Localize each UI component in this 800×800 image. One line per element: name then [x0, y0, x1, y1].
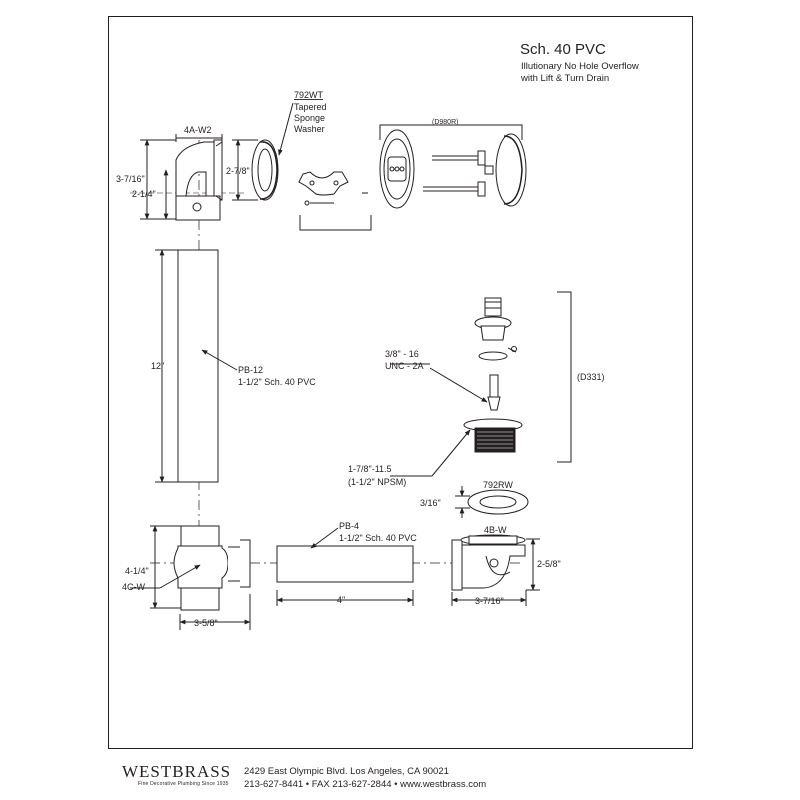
dim-elbow-b-height: 2-5/8" [537, 559, 561, 569]
elbow-4a-w2-part [175, 139, 223, 221]
label-pb12-desc: 1-1/2" Sch. 40 PVC [238, 377, 316, 387]
label-4c-w: 4C-W [122, 582, 146, 592]
label-d980r: (D980R) [432, 119, 458, 126]
dim-elbow-b-width: 3-7/16" [475, 596, 504, 606]
label-792wt-desc2: Sponge [294, 113, 325, 123]
company-address: 2429 East Olympic Blvd. Los Angeles, CA … [244, 766, 486, 791]
dim-elbow-offset: 2-1/4" [132, 189, 156, 199]
label-792rw: 792RW [483, 480, 513, 490]
dim-washer-dia: 2-7/8" [226, 166, 250, 176]
label-thread-1b: UNC - 2A [385, 361, 424, 371]
label-d331: (D331) [577, 372, 605, 382]
address-line: 2429 East Olympic Blvd. Los Angeles, CA … [244, 766, 449, 777]
drawing-border [108, 16, 693, 749]
subtitle-line-2: with Lift & Turn Drain [521, 72, 610, 84]
subtitle-line-1: Illutionary No Hole Overflow [521, 61, 639, 72]
label-4a-w2: 4A-W2 [184, 125, 212, 135]
dim-washer-thickness: 3/16" [420, 498, 441, 508]
label-4b-w: 4B-W [484, 525, 507, 535]
contact-line: 213-627-8441 • FAX 213-627-2844 • www.we… [244, 778, 487, 790]
label-pb12: PB-12 [238, 365, 263, 375]
dim-pipe-long: 12" [151, 361, 164, 371]
washer-792wt-part [251, 139, 279, 201]
label-thread-2a: 1-7/8"-11.5 [348, 464, 392, 474]
dim-tee-width: 3-5/8" [194, 618, 218, 628]
dim-tee-height: 4-1/4" [125, 566, 149, 576]
brand-tagline: Fine Decorative Plumbing Since 1935 [138, 781, 229, 787]
overflow-kit-d980r-part [298, 129, 527, 209]
label-pb4: PB-4 [339, 521, 359, 531]
dim-elbow-height: 3-7/16" [116, 174, 145, 184]
label-thread-2b: (1-1/2" NPSM) [348, 477, 406, 487]
label-792wt-desc1: Tapered [294, 102, 327, 112]
elbow-4b-w-part [451, 534, 526, 591]
drawing-subtitle: Illutionary No Hole Overflow with Lift &… [521, 61, 681, 84]
washer-792rw-part [467, 489, 529, 515]
brand-logo: WESTBRASS [122, 762, 232, 781]
dim-pipe-short: 4" [337, 595, 345, 605]
label-thread-1a: 3/8" - 16 [385, 349, 419, 359]
pipe-pb4-part [276, 545, 414, 583]
label-792wt-desc3: Washer [294, 124, 325, 134]
label-pb4-desc: 1-1/2" Sch. 40 PVC [339, 533, 417, 543]
tee-4c-w-part [173, 525, 251, 611]
label-792wt: 792WT [294, 90, 324, 100]
pipe-pb12-part [177, 249, 219, 483]
drain-assembly-d331-part [463, 297, 523, 453]
drawing-title: Sch. 40 PVC [520, 41, 606, 58]
